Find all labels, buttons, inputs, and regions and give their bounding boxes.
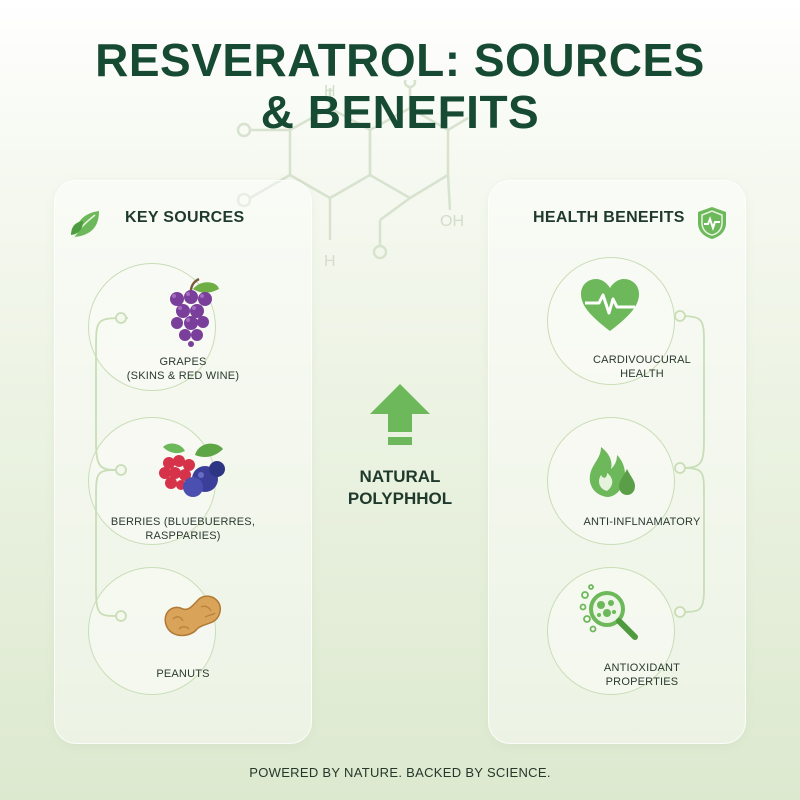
berries-label: BERRIES (BLUEBUERRES, RASPPARIES) (110, 516, 256, 542)
heart-pulse-icon (581, 279, 639, 331)
title-line-1: RESVERATROL: SOURCES (95, 34, 705, 86)
svg-text:H: H (324, 83, 336, 100)
key-sources-heading: KEY SOURCES (125, 209, 245, 226)
cardio-label: CARDIVOUCURAL HEALTH (593, 354, 691, 380)
page-title: RESVERATROL: SOURCES & BENEFITS (0, 34, 800, 138)
shield-pulse-icon (698, 207, 726, 239)
svg-text:H: H (324, 253, 336, 270)
title-line-2: & BENEFITS (260, 86, 540, 138)
grapes-icon (170, 277, 219, 347)
leaf-icon (71, 211, 99, 239)
footer-tagline: POWERED BY NATURE. BACKED BY SCIENCE. (249, 765, 551, 780)
antioxidant-circle (547, 567, 675, 695)
grapes-label: GRAPES (SKINS & RED WINE) (126, 356, 240, 382)
key-sources-panel: KEY SOURCES GRAPES (SKINS & RED WINE) (54, 180, 312, 744)
peanut-icon (164, 595, 222, 637)
flame-drop-icon (589, 447, 635, 497)
health-benefits-heading: HEALTH BENEFITS (533, 209, 685, 226)
antioxidant-label: ANTIOXIDANT PROPERTIES (603, 662, 681, 688)
svg-text:OH: OH (440, 213, 464, 230)
health-benefits-panel: HEALTH BENEFITS CARDIVOUCURAL HEALTH ANT… (488, 180, 746, 744)
arrow-up-icon (370, 384, 430, 445)
molecule-structure-icon: H OH H (236, 80, 469, 270)
natural-polyphenol-label: NATURAL POLYPHHOL (347, 467, 453, 508)
peanuts-label: PEANUTS (156, 668, 210, 680)
anti-inflammatory-label: ANTI-INFLNAMATORY (583, 516, 701, 528)
magnifier-cells-icon (579, 584, 638, 640)
berries-icon (159, 443, 225, 497)
